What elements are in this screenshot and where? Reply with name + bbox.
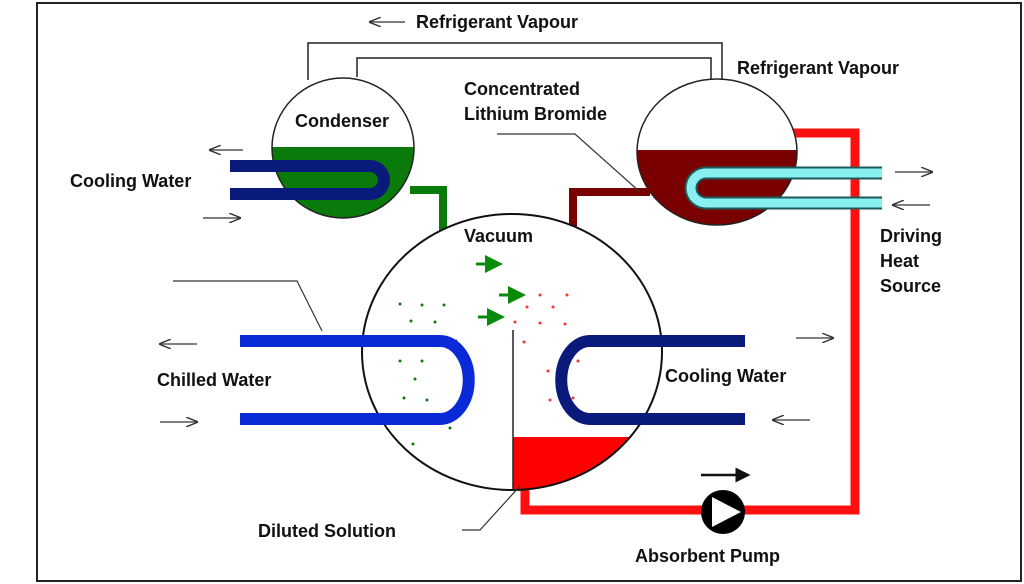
heat-source-tube (686, 168, 882, 208)
condenser (271, 77, 415, 219)
vapour-flow-arrows (476, 255, 526, 326)
label-vacuum: Vacuum (464, 226, 533, 246)
label-diluted-solution: Diluted Solution (258, 521, 396, 541)
label-refrigerant-vapour-top: Refrigerant Vapour (416, 12, 578, 32)
label-chilled-water: Chilled Water (157, 370, 271, 390)
label-cooling-water-right: Cooling Water (665, 366, 786, 386)
concentrated-solution-fill (637, 150, 797, 225)
label-cooling-water-left: Cooling Water (70, 171, 191, 191)
flow-arrows (160, 22, 932, 422)
pump-triangle (712, 497, 741, 527)
label-heat: Heat (880, 251, 919, 271)
label-absorbent-pump: Absorbent Pump (635, 546, 780, 566)
absorbent-pump (701, 467, 751, 534)
label-driving: Driving (880, 226, 942, 246)
label-concentrated-1: Concentrated (464, 79, 580, 99)
vapour-pipe (307, 42, 723, 82)
label-source: Source (880, 276, 941, 296)
chilled-water-tube (240, 335, 475, 425)
label-refrigerant-vapour-right: Refrigerant Vapour (737, 58, 899, 78)
refrigerant-droplets (398, 302, 458, 446)
frame (36, 2, 1022, 582)
evaporator-absorber-vessel (361, 213, 663, 491)
leader-lines (173, 133, 641, 531)
label-condenser: Condenser (295, 111, 389, 131)
label-concentrated-2: Lithium Bromide (464, 104, 607, 124)
absorber-cooling-water-tube (555, 335, 745, 425)
diluted-solution-pipe (520, 128, 860, 515)
condenser-cooling-water-tube (230, 160, 390, 200)
condensate-fill (272, 147, 414, 218)
